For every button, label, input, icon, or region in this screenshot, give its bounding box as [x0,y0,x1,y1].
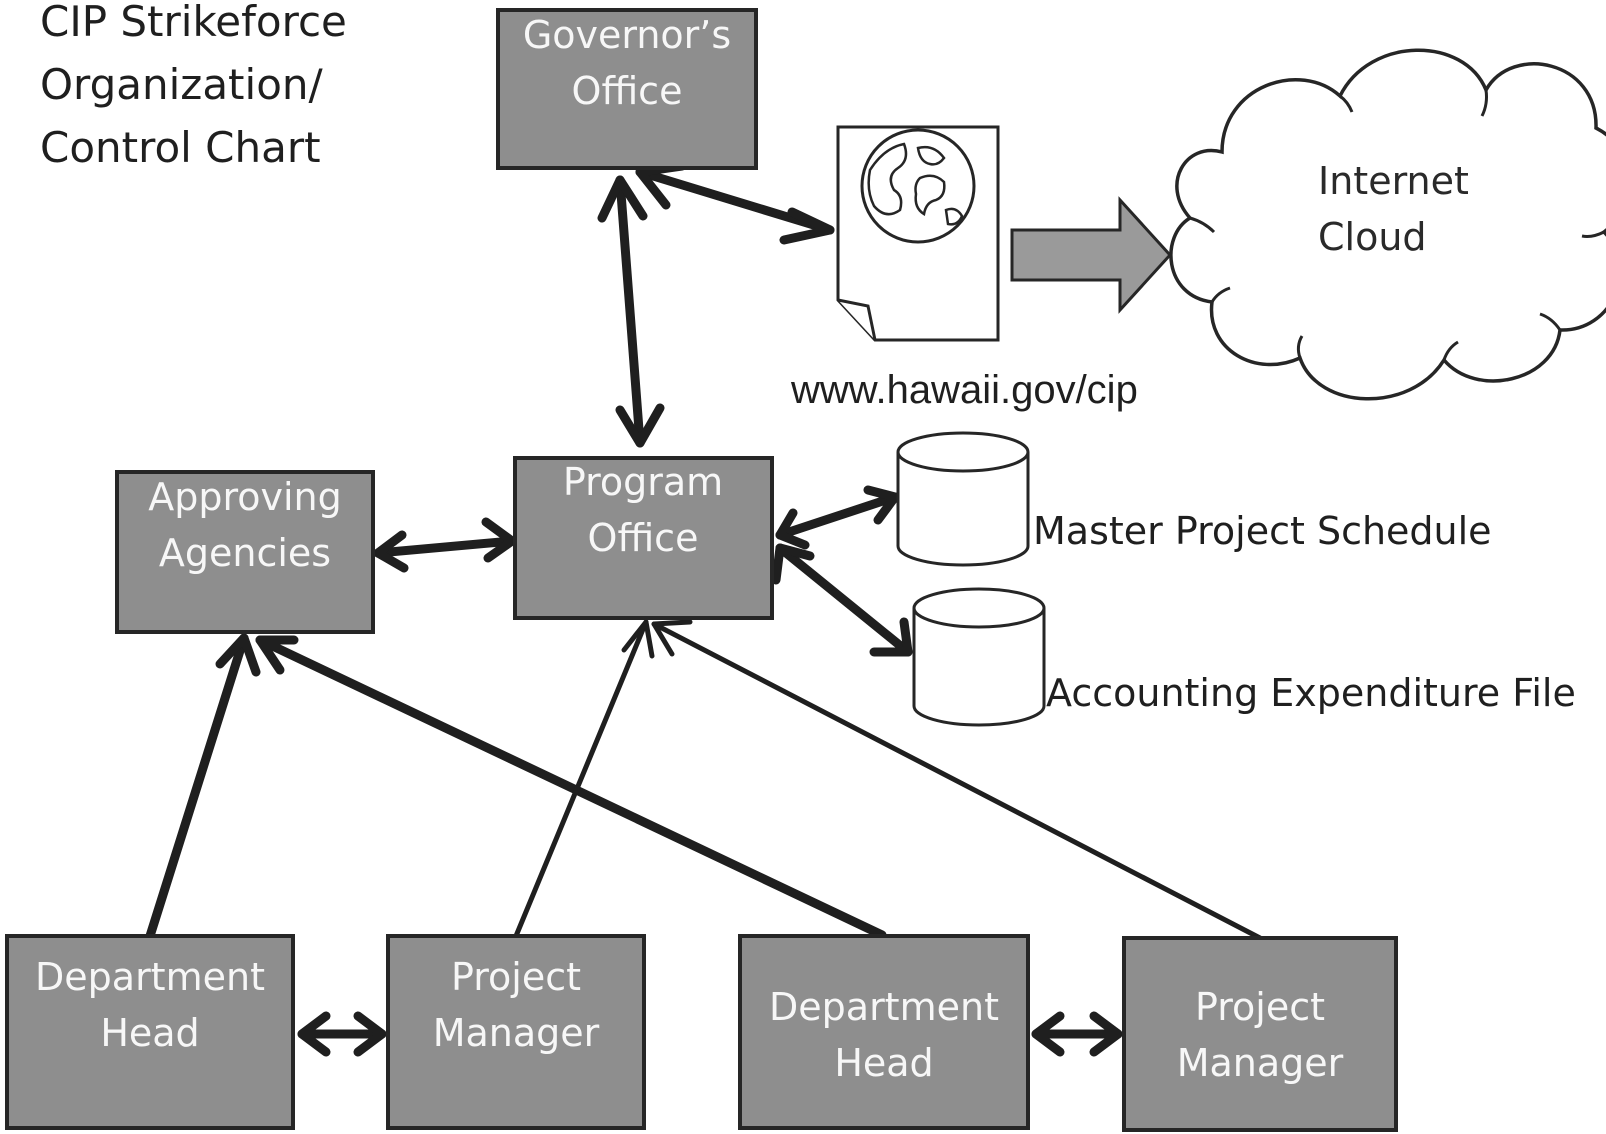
governors-office-label-1: Governor’s [523,13,731,57]
governors-office-label-2: Office [572,69,683,113]
title-line-3: Control Chart [40,123,321,172]
title-line-1: CIP Strikeforce [40,0,347,46]
project-manager-box-2: Project Manager [1122,936,1398,1132]
program-office-label-2: Office [588,516,699,560]
program-accounting-arrow [771,543,913,657]
master-schedule-label: Master Project Schedule [1033,509,1492,553]
department-head-2-label-1: Department [769,985,999,1029]
governors-office-box: Governor’s Office [496,8,758,170]
department-head-box-1: Department Head [5,934,295,1130]
approving-agencies-box: Approving Agencies [115,470,375,634]
to-cloud-block-arrow [1010,196,1173,314]
pm2-program-arrow [651,619,1263,941]
program-office-box: Program Office [513,456,774,620]
approving-agencies-label-2: Agencies [159,531,331,575]
department-head-1-label-1: Department [35,955,265,999]
title-line-2: Organization/ [40,60,324,109]
department-head-box-2: Department Head [738,934,1030,1130]
chart-title: CIP Strikeforce Organization/ Control Ch… [40,0,347,172]
depthead1-approving-arrow [145,633,261,941]
governor-program-arrow [597,175,665,448]
department-head-2-label-2: Head [834,1041,933,1085]
project-manager-box-1: Project Manager [386,934,646,1130]
cloud-label-1: Internet [1318,159,1469,203]
master-schedule-database-icon [896,431,1030,567]
depthead2-pm2-arrow [1031,1011,1123,1057]
project-manager-2-label-2: Manager [1177,1041,1344,1085]
project-manager-2-label-1: Project [1195,985,1325,1029]
url-label: www.hawaii.gov/cip [790,368,1138,412]
approving-agencies-label-1: Approving [148,475,342,519]
depthead2-approving-arrow [255,635,887,940]
program-schedule-arrow [775,485,900,550]
accounting-file-label: Accounting Expenditure File [1046,671,1576,715]
pm1-program-arrow [513,619,655,939]
department-head-1-label-2: Head [100,1011,199,1055]
globe-document-icon [836,125,1000,342]
project-manager-1-label-2: Manager [433,1011,600,1055]
internet-cloud: Internet Cloud [1169,48,1606,401]
governor-webpage-arrow [635,161,835,245]
accounting-file-database-icon [912,587,1046,727]
project-manager-1-label-1: Project [451,955,581,999]
program-office-label-1: Program [563,460,723,504]
approving-program-arrow [373,517,517,573]
connectors [145,161,1263,1057]
cloud-label-2: Cloud [1318,215,1427,259]
depthead1-pm1-arrow [297,1011,387,1057]
